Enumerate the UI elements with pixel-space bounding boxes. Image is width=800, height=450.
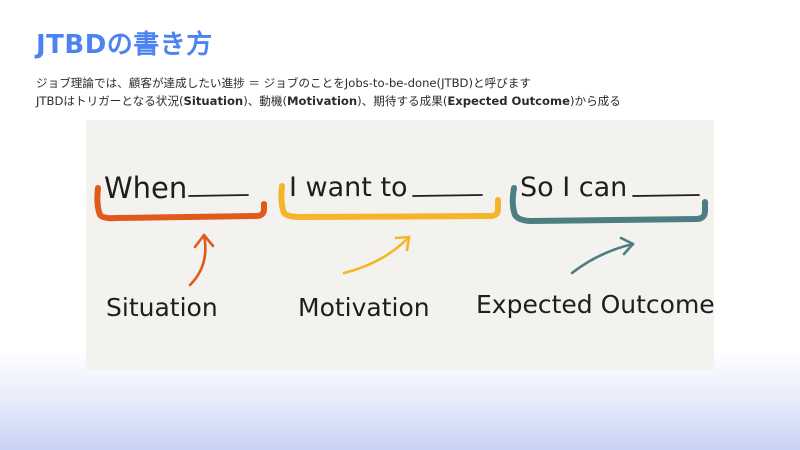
bracket-situation: [94, 185, 267, 222]
bracket-outcome: [509, 185, 708, 224]
arrow-motivation: [342, 235, 411, 275]
subtitle-term-situation: Situation: [183, 94, 244, 108]
subtitle-term-expected-outcome: Expected Outcome: [447, 94, 570, 108]
blank-line-i-want-to: [412, 194, 483, 197]
blank-line-so-i-can: [632, 194, 700, 197]
jtbd-diagram-image: When I want to So I can Situation Motiva…: [86, 120, 714, 370]
arrow-outcome: [570, 236, 635, 275]
subtitle-line-1: ジョブ理論では、顧客が達成したい進捗 ＝ ジョブのことをJobs-to-be-d…: [36, 76, 531, 90]
subtitle-line-2-prefix: JTBDはトリガーとなる状況(: [36, 94, 184, 108]
blank-line-when: [188, 194, 249, 197]
subtitle-line-2-mid1: )、動機(: [243, 94, 288, 108]
statement-when: When: [104, 171, 187, 205]
statement-i-want-to: I want to: [289, 172, 408, 203]
jtbd-diagram-svg: When I want to So I can Situation Motiva…: [94, 171, 714, 322]
arrow-situation: [188, 233, 215, 287]
subtitle-line-2-suffix: )から成る: [569, 94, 621, 108]
label-expected-outcome: Expected Outcome: [476, 290, 714, 319]
bracket-motivation: [278, 183, 501, 220]
statement-so-i-can: So I can: [520, 172, 627, 203]
label-situation: Situation: [106, 293, 218, 322]
label-motivation: Motivation: [298, 293, 430, 322]
subtitle-term-motivation: Motivation: [287, 94, 358, 108]
subtitle-line-2: JTBDはトリガーとなる状況(Situation)、動機(Motivation)…: [36, 94, 621, 108]
slide-title: JTBDの書き方: [36, 30, 213, 60]
subtitle-line-2-mid2: )、期待する成果(: [357, 94, 448, 108]
